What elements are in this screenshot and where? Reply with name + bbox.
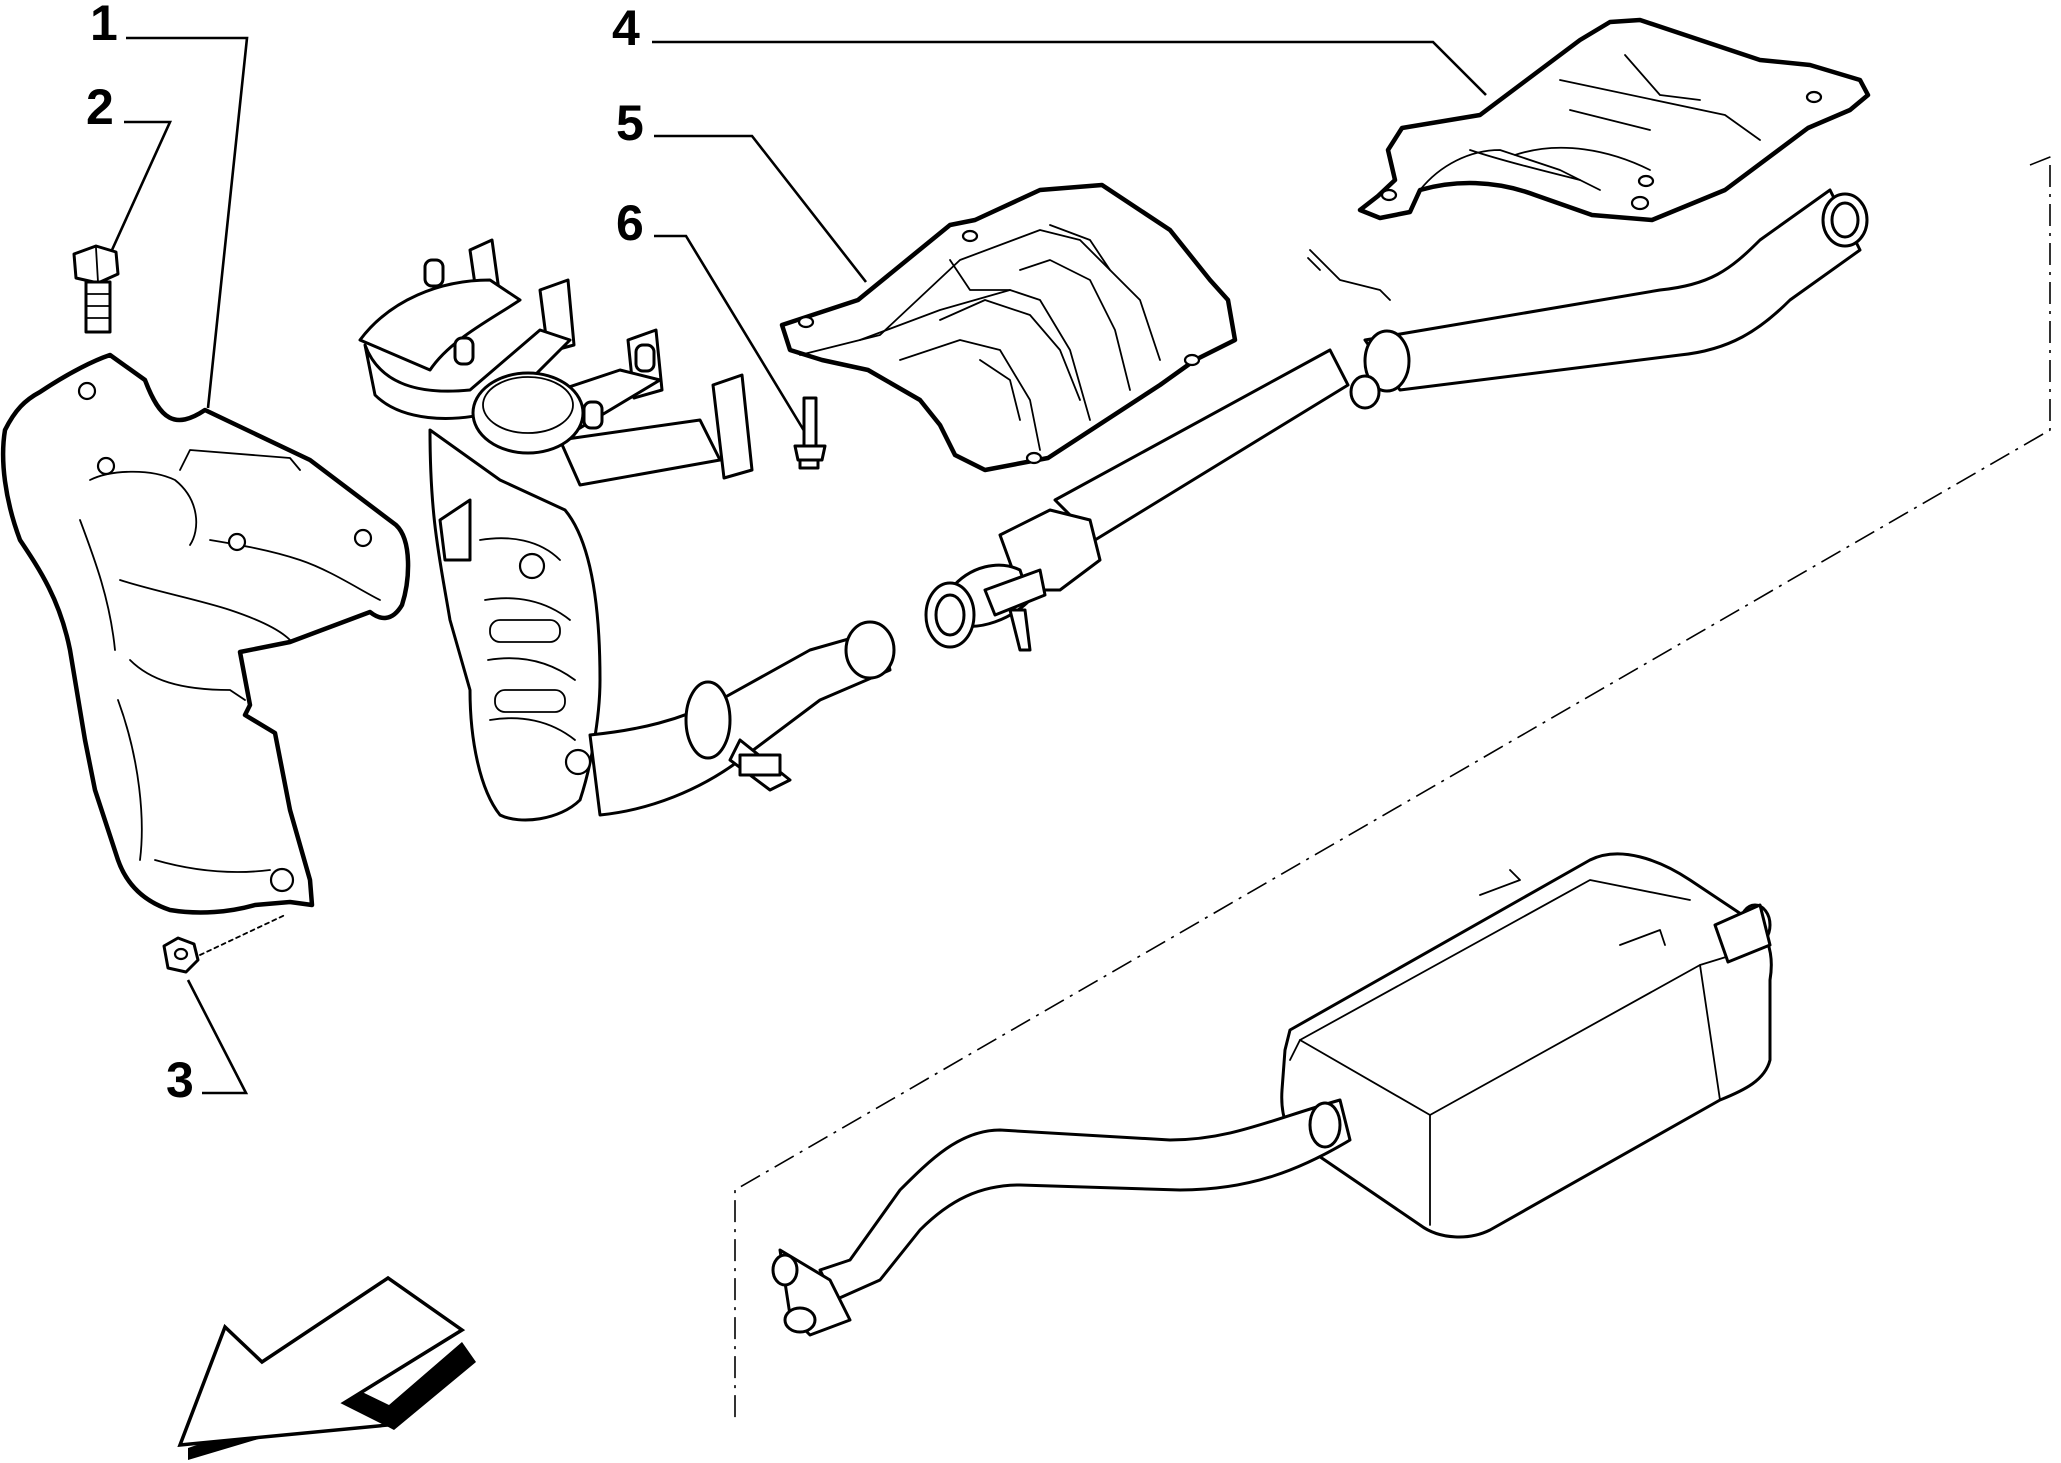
callout-5-leader — [654, 134, 868, 283]
callout-4-leader — [652, 40, 1487, 96]
callout-4[interactable]: 4 — [612, 0, 1487, 96]
callout-2-label: 2 — [86, 79, 114, 135]
callout-6-leader — [654, 234, 808, 435]
nut[interactable] — [162, 914, 286, 974]
callout-6-label: 6 — [616, 195, 644, 251]
rear-muffler — [771, 852, 1773, 1337]
screw[interactable] — [793, 396, 827, 470]
reference-lines — [734, 154, 2056, 1420]
callout-2-leader — [110, 120, 173, 251]
direction-arrow-icon — [177, 1275, 476, 1460]
callout-3-leader — [186, 979, 249, 1095]
callout-1-leader — [126, 36, 249, 409]
callout-4-label: 4 — [612, 0, 640, 56]
manifold-heat-shield[interactable] — [0, 352, 411, 915]
callout-6[interactable]: 6 — [616, 195, 808, 435]
callout-1-label: 1 — [90, 0, 118, 51]
callout-1[interactable]: 1 — [90, 0, 249, 409]
exhaust-manifold-catalyst — [358, 238, 896, 822]
central-heat-shield[interactable] — [779, 182, 1238, 473]
callout-5[interactable]: 5 — [616, 95, 868, 283]
rear-heat-shield[interactable] — [1357, 17, 1871, 223]
callout-5-label: 5 — [616, 95, 644, 151]
bolt[interactable] — [72, 244, 120, 334]
callout-3-label: 3 — [166, 1052, 194, 1108]
callout-3[interactable]: 3 — [166, 979, 249, 1108]
callout-2[interactable]: 2 — [86, 79, 173, 251]
intermediate-pipe — [924, 188, 1869, 652]
